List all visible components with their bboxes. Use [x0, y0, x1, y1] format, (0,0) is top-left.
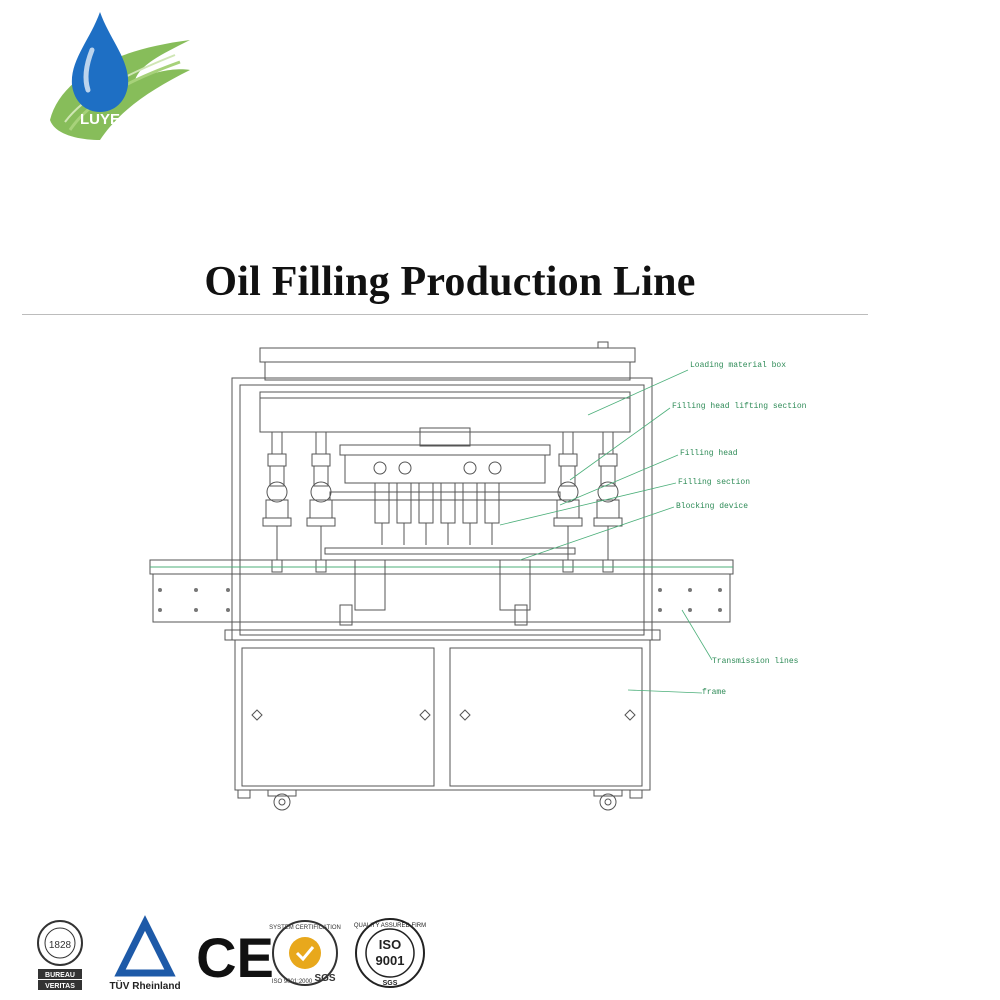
- callout-transmission-lines: Transmission lines: [712, 657, 799, 666]
- water-drop-icon: [71, 12, 129, 112]
- certification-logos: 1828 BUREAU VERITAS TÜV Rheinland CE SYS…: [37, 915, 426, 992]
- title-divider: [22, 314, 868, 315]
- callout-filling-head: Filling head: [680, 449, 738, 458]
- svg-text:SGS: SGS: [314, 973, 335, 984]
- filling-columns: [262, 431, 623, 573]
- svg-text:SYSTEM CERTIFICATION: SYSTEM CERTIFICATION: [269, 925, 341, 931]
- callout-filling-head-lifting-section: Filling head lifting section: [672, 402, 807, 411]
- ce-mark: CE: [196, 926, 274, 989]
- cabinet-frame: [234, 639, 651, 791]
- svg-text:9001: 9001: [376, 953, 405, 968]
- sgs-system-certification-logo: SYSTEM CERTIFICATION ISO 9001:2000 SGS: [269, 920, 341, 986]
- svg-text:QUALITY ASSURED FIRM: QUALITY ASSURED FIRM: [354, 923, 426, 929]
- svg-text:ISO 9001:2000: ISO 9001:2000: [272, 979, 313, 985]
- iso-9001-logo: QUALITY ASSURED FIRM ISO 9001 SGS: [354, 918, 426, 988]
- callout-loading-material-box: Loading material box: [690, 361, 787, 370]
- callout-frame: frame: [702, 688, 727, 697]
- svg-text:CE: CE: [196, 926, 274, 989]
- svg-text:ISO: ISO: [379, 937, 401, 952]
- tuv-rheinland-logo: TÜV Rheinland: [109, 915, 181, 992]
- bureau-veritas-logo: 1828 BUREAU VERITAS: [37, 920, 83, 990]
- svg-text:1828: 1828: [49, 940, 72, 951]
- svg-text:VERITAS: VERITAS: [45, 983, 75, 990]
- svg-text:SGS: SGS: [383, 980, 398, 987]
- nozzle-row: [373, 461, 502, 545]
- svg-text:BUREAU: BUREAU: [45, 972, 75, 979]
- cabinet-door-left: [241, 647, 435, 787]
- callout-filling-section: Filling section: [678, 478, 751, 487]
- cabinet-door-right: [449, 647, 643, 787]
- machine-drawing: [149, 341, 734, 811]
- luye-logo: LUYE: [50, 12, 190, 140]
- svg-text:TÜV Rheinland: TÜV Rheinland: [109, 979, 180, 992]
- logo-brand-text: LUYE: [80, 111, 120, 128]
- callout-blocking-device: Blocking device: [676, 502, 749, 511]
- page-title: Oil Filling Production Line: [204, 259, 696, 305]
